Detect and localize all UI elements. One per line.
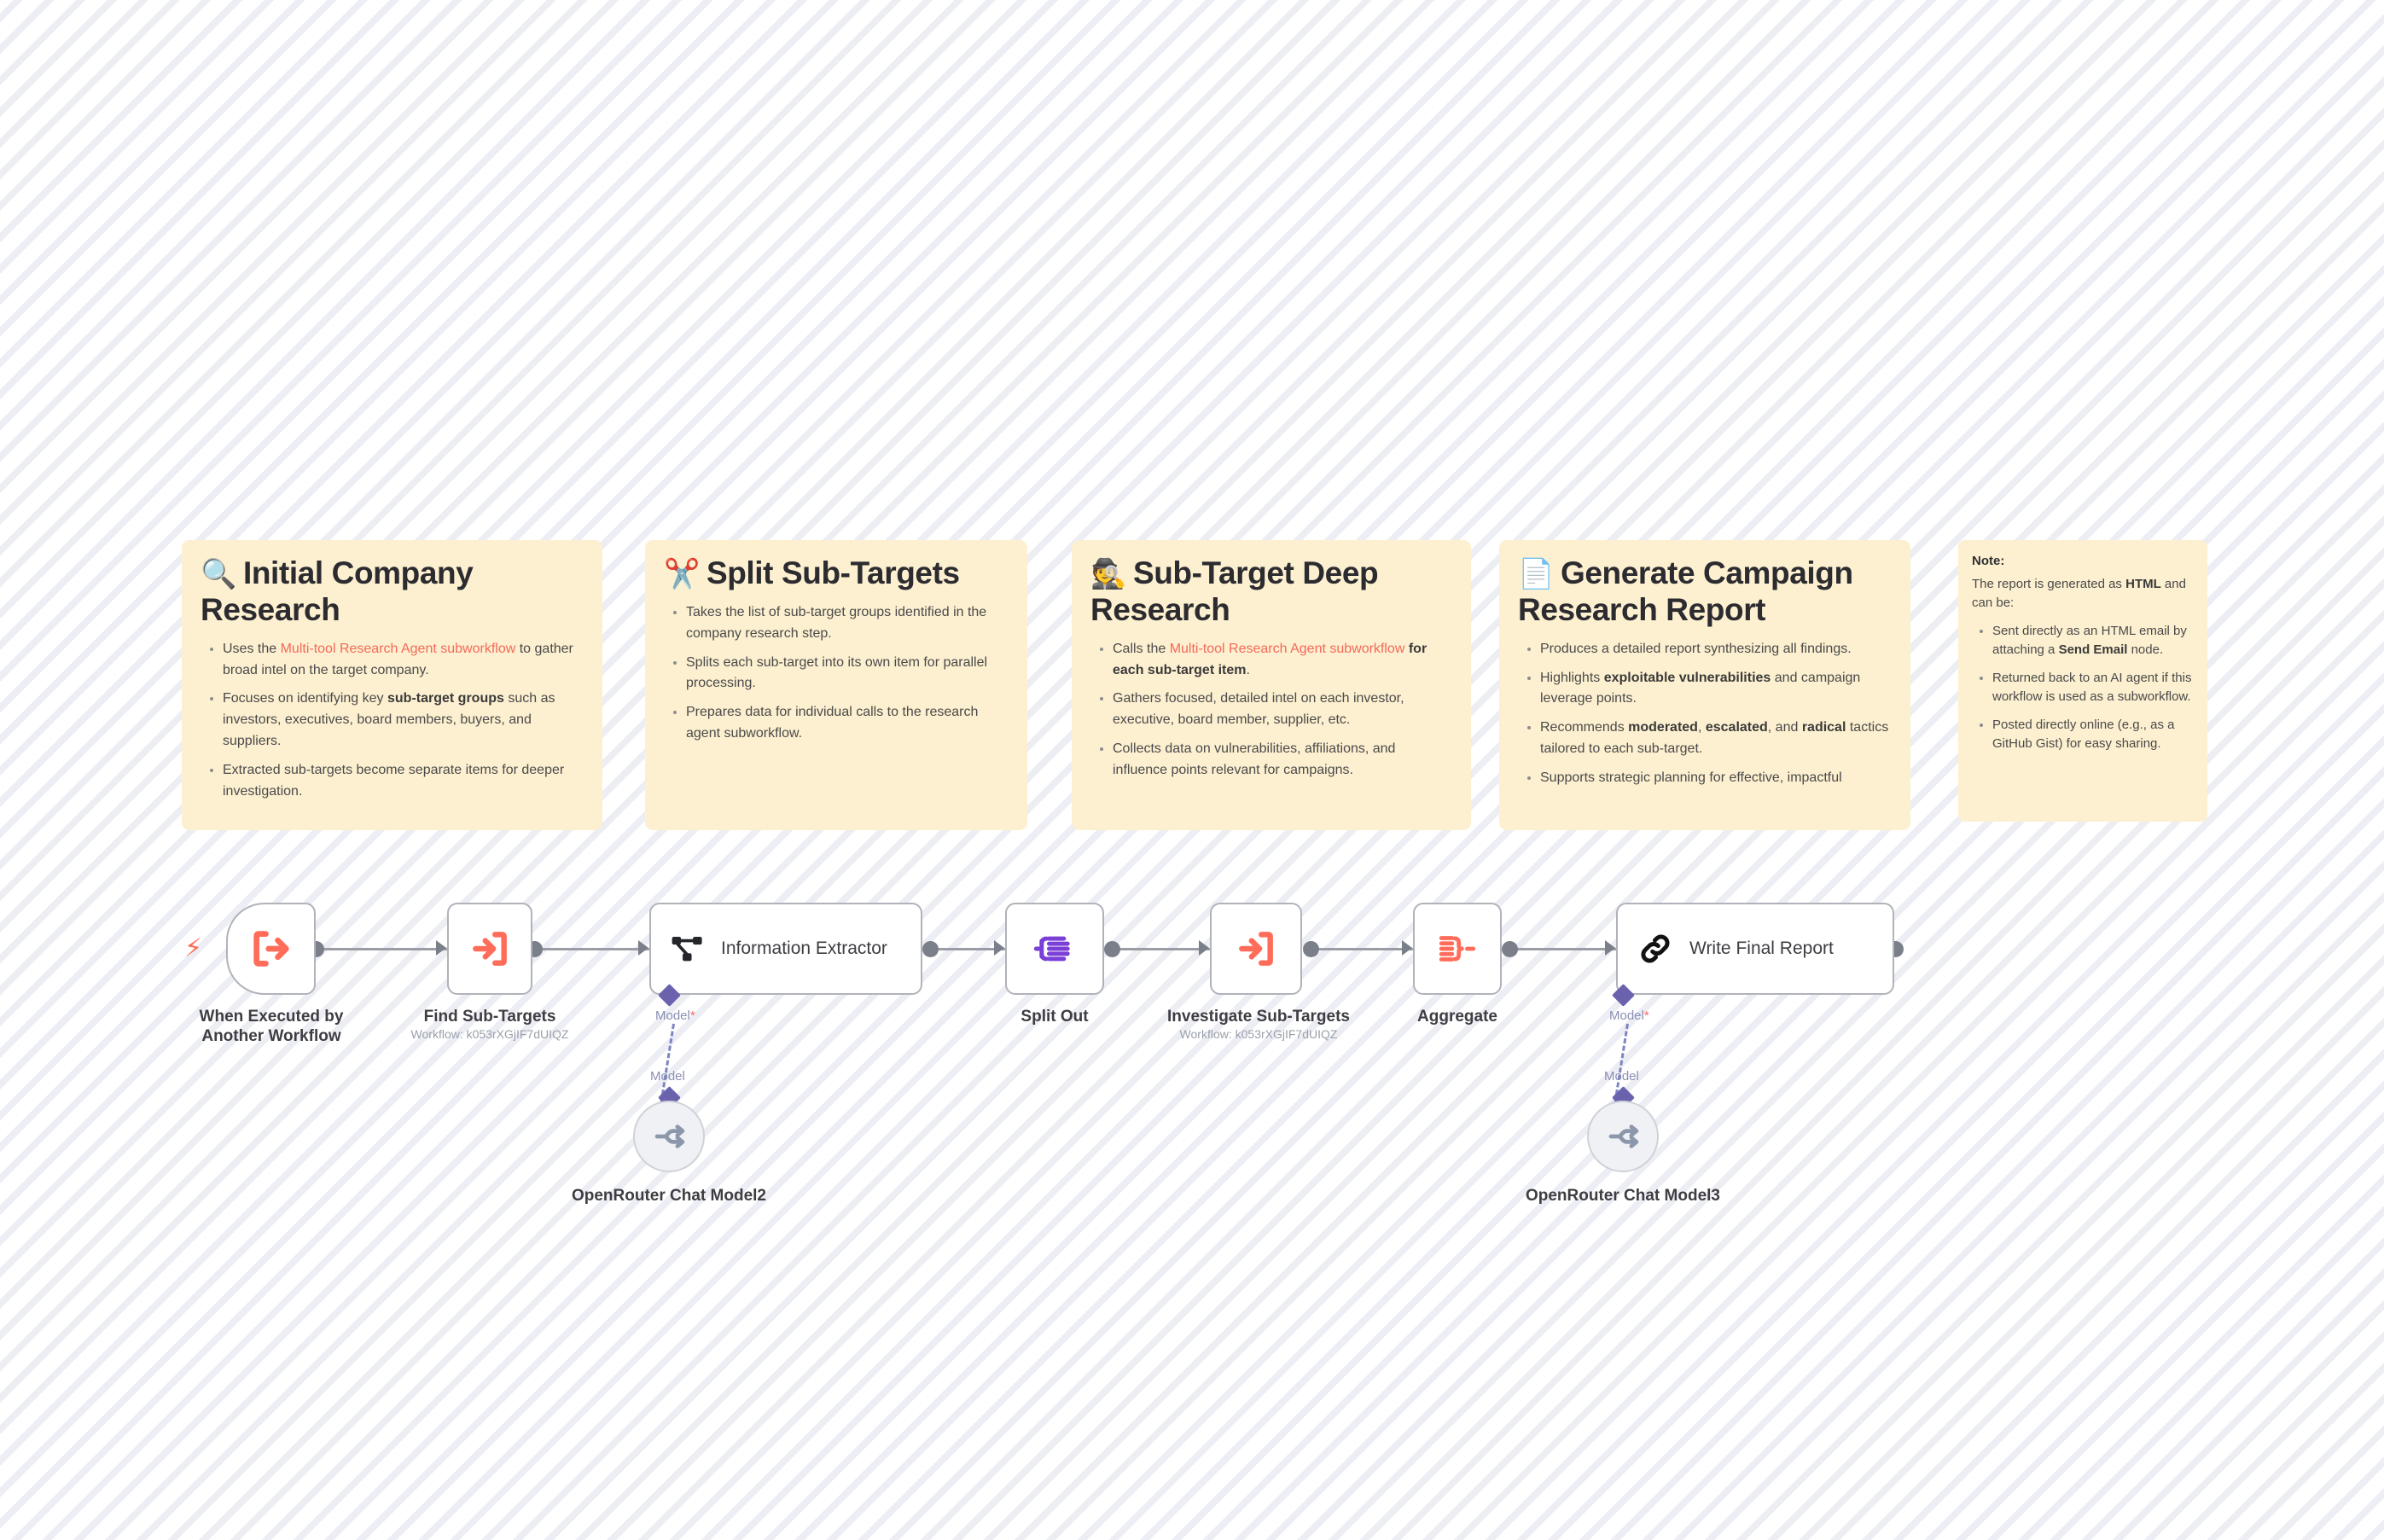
bullet-item: Calls the Multi-tool Research Agent subw…	[1113, 639, 1452, 682]
aggregate-icon	[1436, 927, 1479, 970]
outport-aggregate[interactable]	[1502, 941, 1518, 957]
execute-sub-workflow-icon	[468, 927, 511, 970]
bullet-item: Returned back to an AI agent if this wor…	[1992, 669, 2192, 707]
arrowhead-writereport	[1605, 940, 1615, 956]
bullet-item: Posted directly online (e.g., as a GitHu…	[1992, 716, 2192, 754]
caption-when-executed-by-another-workflow: When Executed by Another Workflow	[199, 1008, 344, 1046]
caption-openrouter-chat-model-2: OpenRouter Chat Model2	[571, 1187, 766, 1205]
sticky-note-bullets: Takes the list of sub-target groups iden…	[664, 602, 1009, 745]
node-investigate-sub-targets[interactable]	[1210, 903, 1302, 995]
outport-extractor[interactable]	[922, 941, 939, 957]
bullet-item: Sent directly as an HTML email by attach…	[1992, 622, 2192, 660]
edge-find-to-extractor	[533, 948, 653, 950]
edge-extractor-to-splitout	[930, 948, 1007, 950]
node-label-information-extractor: Information Extractor	[721, 939, 887, 958]
scissors-icon: ✂️	[664, 558, 700, 590]
node-find-sub-targets[interactable]	[447, 903, 532, 995]
sticky-note-report-output[interactable]: Note: The report is generated as HTML an…	[1958, 540, 2207, 822]
node-information-extractor[interactable]: Information Extractor	[649, 903, 922, 995]
trigger-bolt-icon: ⚡	[184, 934, 203, 962]
node-when-executed-by-another-workflow[interactable]	[226, 903, 316, 995]
arrowhead-splitout	[994, 940, 1004, 956]
subcaption-investigate-sub-targets: Workflow: k053rXGjIF7dUIQZ	[1179, 1027, 1338, 1041]
sticky-note-bullets: Calls the Multi-tool Research Agent subw…	[1090, 639, 1452, 782]
openrouter-icon	[1604, 1118, 1642, 1155]
ai-subnode-port-label-2: Model	[650, 1069, 685, 1084]
split-out-icon	[1032, 927, 1077, 971]
bullet-item: Takes the list of sub-target groups iden…	[686, 602, 1009, 645]
detective-icon: 🕵️	[1090, 558, 1126, 590]
caption-find-sub-targets: Find Sub-Targets	[423, 1008, 556, 1026]
bullet-item: Prepares data for individual calls to th…	[686, 702, 1009, 745]
node-write-final-report[interactable]: Write Final Report	[1616, 903, 1894, 995]
caption-split-out: Split Out	[1020, 1008, 1089, 1026]
bullet-item: Uses the Multi-tool Research Agent subwo…	[223, 639, 584, 682]
outport-investigate[interactable]	[1303, 941, 1319, 957]
bullet-item: Supports strategic planning for effectiv…	[1540, 768, 1892, 789]
magnifying-glass-icon: 🔍	[201, 558, 236, 590]
sticky-note-title: 🕵️Sub-Target Deep Research	[1090, 555, 1379, 627]
arrowhead-extractor	[638, 940, 648, 956]
note-intro: The report is generated as HTML and can …	[1972, 576, 2186, 611]
node-label-write-final-report: Write Final Report	[1689, 939, 1834, 958]
bullet-item: Splits each sub-target into its own item…	[686, 653, 1009, 695]
bullet-item: Produces a detailed report synthesizing …	[1540, 639, 1892, 660]
sticky-note-bullets: Produces a detailed report synthesizing …	[1518, 639, 1892, 789]
bullet-item: Collects data on vulnerabilities, affili…	[1113, 739, 1452, 782]
arrowhead-aggregate	[1402, 940, 1412, 956]
bullet-item: Focuses on identifying key sub-target gr…	[223, 689, 584, 752]
arrowhead-investigate	[1199, 940, 1209, 956]
ai-port-label-extractor: Model*	[655, 1008, 695, 1023]
sticky-note-sub-target-deep-research[interactable]: 🕵️Sub-Target Deep Research Calls the Mul…	[1072, 540, 1471, 830]
bullet-item: Recommends moderated, escalated, and rad…	[1540, 718, 1892, 760]
sticky-note-bullets: Uses the Multi-tool Research Agent subwo…	[201, 639, 584, 803]
note-bullets: Sent directly as an HTML email by attach…	[1972, 622, 2192, 754]
ai-port-label-writereport: Model*	[1609, 1008, 1649, 1023]
openrouter-icon	[650, 1118, 688, 1155]
node-openrouter-chat-model-3[interactable]	[1587, 1101, 1659, 1172]
caption-openrouter-chat-model-3: OpenRouter Chat Model3	[1525, 1187, 1720, 1205]
bullet-item: Extracted sub-targets become separate it…	[223, 760, 584, 803]
bullet-item: Gathers focused, detailed intel on each …	[1113, 689, 1452, 731]
execute-sub-workflow-icon	[1235, 927, 1277, 970]
edge-investigate-to-aggregate	[1310, 948, 1416, 950]
sticky-note-title: 📄Generate Campaign Research Report	[1518, 555, 1853, 627]
bullet-item: Highlights exploitable vulnerabilities a…	[1540, 668, 1892, 711]
node-aggregate[interactable]	[1413, 903, 1502, 995]
information-extractor-icon	[670, 931, 706, 967]
sticky-note-initial-company-research[interactable]: 🔍Initial Company Research Uses the Multi…	[182, 540, 602, 830]
edge-trigger-to-find	[316, 948, 452, 950]
basic-llm-chain-icon	[1637, 930, 1674, 968]
ai-subnode-port-label-3: Model	[1604, 1069, 1639, 1084]
page-document-icon: 📄	[1518, 558, 1554, 590]
node-openrouter-chat-model-2[interactable]	[633, 1101, 705, 1172]
sticky-note-split-sub-targets[interactable]: ✂️Split Sub-Targets Takes the list of su…	[645, 540, 1027, 830]
outport-splitout[interactable]	[1104, 941, 1120, 957]
sticky-note-generate-campaign-research-report[interactable]: 📄Generate Campaign Research Report Produ…	[1499, 540, 1910, 830]
execute-workflow-trigger-icon	[249, 927, 294, 971]
node-split-out[interactable]	[1005, 903, 1104, 995]
sticky-note-title: 🔍Initial Company Research	[201, 555, 474, 627]
edge-splitout-to-investigate	[1111, 948, 1213, 950]
subcaption-find-sub-targets: Workflow: k053rXGjIF7dUIQZ	[410, 1027, 569, 1041]
caption-investigate-sub-targets: Investigate Sub-Targets	[1167, 1008, 1350, 1026]
edge-aggregate-to-writereport	[1509, 948, 1619, 950]
arrowhead-find	[436, 940, 446, 956]
sticky-note-title: ✂️Split Sub-Targets	[664, 555, 960, 590]
caption-aggregate: Aggregate	[1417, 1008, 1497, 1026]
note-heading: Note:	[1972, 554, 2005, 568]
